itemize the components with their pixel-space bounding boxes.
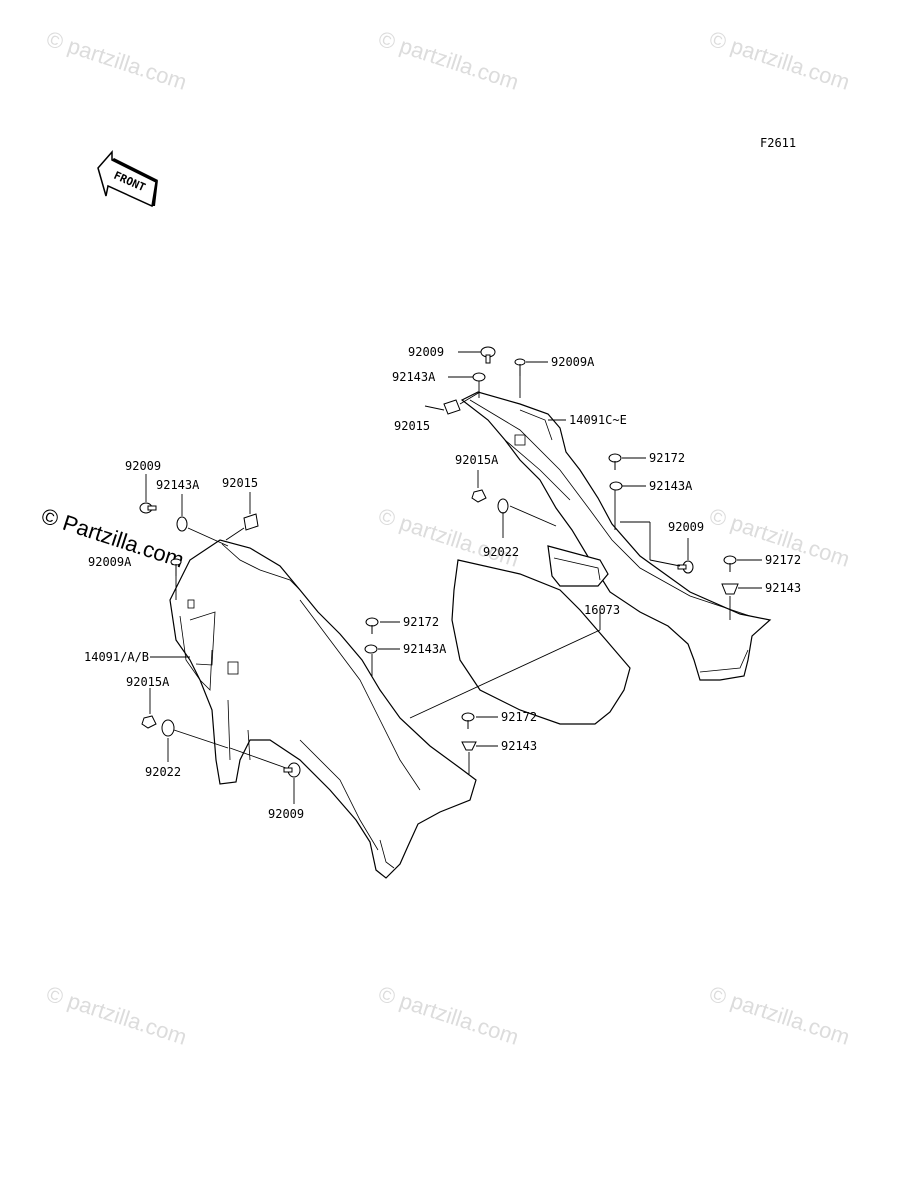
part-label-92143: 92143 <box>501 739 537 753</box>
panel-16073 <box>451 559 631 725</box>
nut-icon <box>141 715 157 729</box>
part-label-92172: 92172 <box>501 710 537 724</box>
washer-icon <box>161 719 175 737</box>
clip-icon <box>443 399 461 415</box>
screw-icon <box>723 555 737 572</box>
part-label-92143a: 92143A <box>649 479 693 493</box>
bolt-icon <box>283 762 301 778</box>
grommet-icon <box>461 741 477 751</box>
part-label-92015: 92015 <box>222 476 258 490</box>
washer-icon <box>497 498 509 514</box>
grommet-icon <box>721 583 739 595</box>
part-label-92022: 92022 <box>145 765 181 779</box>
fasteners <box>139 346 739 778</box>
part-label-14091c-e: 14091C~E <box>569 413 627 427</box>
part-label-92143: 92143 <box>765 581 801 595</box>
part-label-16073: 16073 <box>584 603 620 617</box>
screw-icon <box>608 453 622 470</box>
screw-icon <box>365 617 379 634</box>
front-arrow-icon: FRONT <box>97 150 158 208</box>
bolt-icon <box>139 502 157 514</box>
watermark: © partzilla.com <box>43 981 189 1050</box>
part-label-92022: 92022 <box>483 545 519 559</box>
part-label-92009: 92009 <box>408 345 444 359</box>
part-label-92143a: 92143A <box>403 642 447 656</box>
washer-icon <box>176 516 188 532</box>
part-label-92172: 92172 <box>403 615 439 629</box>
part-label-92009a: 92009A <box>88 555 132 569</box>
washer-icon <box>364 644 378 654</box>
part-label-92172: 92172 <box>649 451 685 465</box>
left-side-cover <box>169 539 477 879</box>
watermark: © partzilla.com <box>706 26 852 95</box>
watermark: © partzilla.com <box>43 26 189 95</box>
watermarks: © partzilla.com © partzilla.com © partzi… <box>38 26 852 1050</box>
part-label-92172: 92172 <box>765 553 801 567</box>
part-label-92009a: 92009A <box>551 355 595 369</box>
part-label-92015: 92015 <box>394 419 430 433</box>
part-label-92143a: 92143A <box>392 370 436 384</box>
part-label-92015a: 92015A <box>455 453 499 467</box>
right-side-cover <box>460 391 772 681</box>
watermark: © partzilla.com <box>375 26 521 95</box>
clip-icon <box>243 513 259 531</box>
part-label-92009: 92009 <box>125 459 161 473</box>
screw-icon <box>514 358 526 376</box>
washer-icon <box>609 481 623 491</box>
part-label-92143a: 92143A <box>156 478 200 492</box>
part-label-92009: 92009 <box>668 520 704 534</box>
part-label-92015a: 92015A <box>126 675 170 689</box>
nut-icon <box>471 489 487 503</box>
washer-icon <box>472 372 486 382</box>
watermark: © partzilla.com <box>375 981 521 1050</box>
screw-icon <box>461 712 475 729</box>
leader-lines <box>145 351 762 804</box>
bolt-icon <box>677 560 694 574</box>
part-labels: 92009 92009A 92143A 14091C~E 92015 92015… <box>84 345 801 821</box>
part-label-92009: 92009 <box>268 807 304 821</box>
watermark: © partzilla.com <box>706 981 852 1050</box>
part-label-14091-a-b: 14091/A/B <box>84 650 149 664</box>
screw-icon <box>170 558 182 576</box>
bolt-icon <box>480 346 496 364</box>
watermark: © partzilla.com <box>375 503 521 572</box>
figure-code: F2611 <box>760 136 796 150</box>
